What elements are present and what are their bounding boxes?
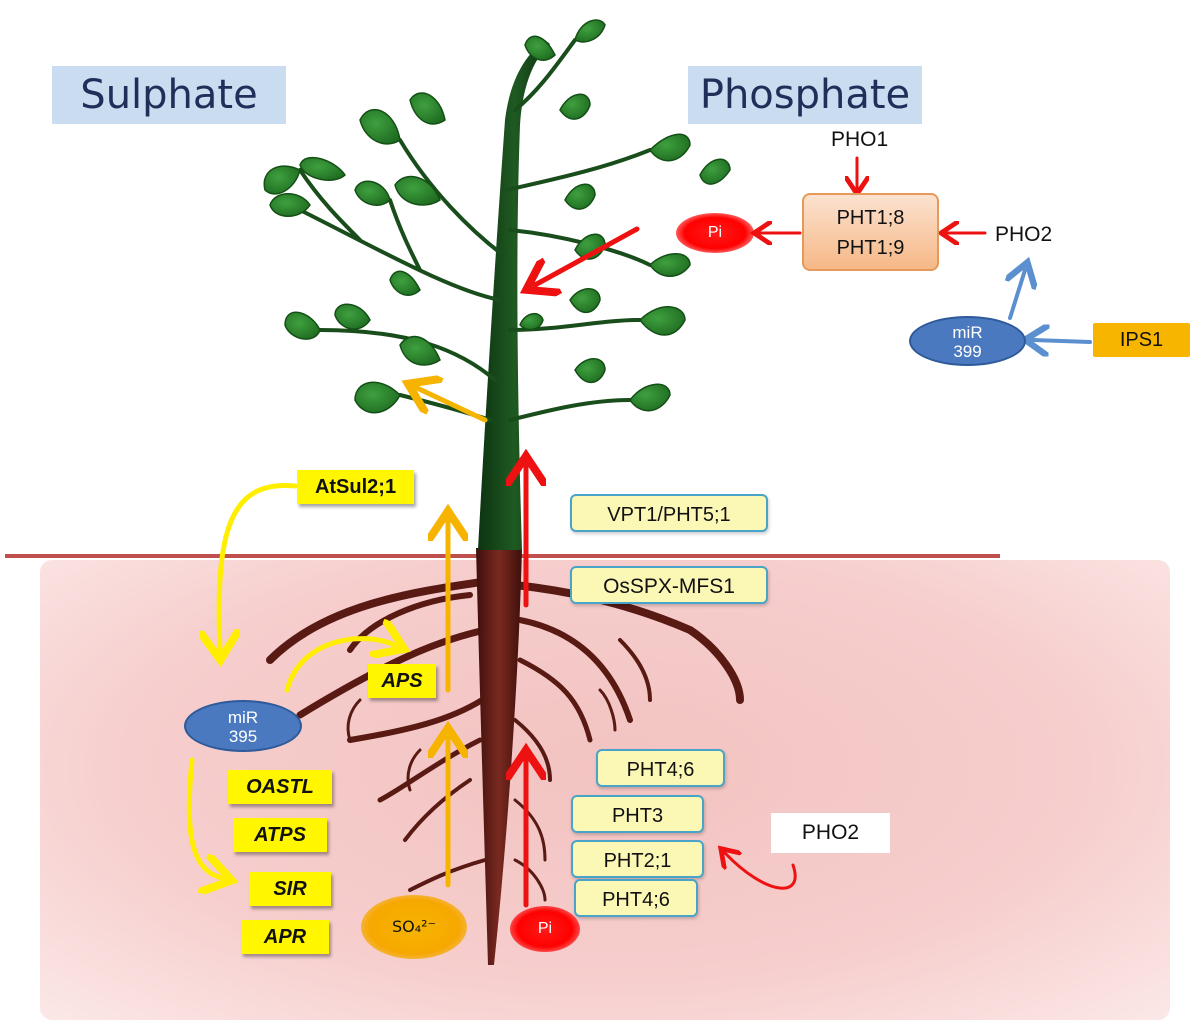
- phosphate-arrows: [526, 156, 987, 908]
- pho1-label: PHO1: [831, 128, 889, 151]
- leaves: [263, 19, 731, 414]
- mir395-line1: miR: [227, 708, 259, 727]
- pht1-transporter-box: PHT1;8 PHT1;9: [802, 193, 939, 271]
- sulphate-arrows: [186, 388, 488, 885]
- pi-shoot-node: Pi: [676, 213, 754, 253]
- mir395-line2: 395: [228, 727, 258, 746]
- pht4-6-bottom-box: PHT4;6: [574, 879, 698, 917]
- pht2-1-box: PHT2;1: [571, 840, 704, 878]
- pht1-9-label: PHT1;9: [836, 237, 905, 259]
- stem: [478, 40, 550, 550]
- pho2-soil-box: PHO2: [771, 813, 890, 853]
- mir399-line2: 399: [953, 342, 982, 361]
- pht3-box: PHT3: [571, 795, 704, 833]
- pht1-8-label: PHT1;8: [836, 207, 905, 229]
- mir395-node: miR 395: [184, 700, 302, 752]
- tap-root: [476, 548, 522, 965]
- atps-box: ATPS: [233, 818, 327, 852]
- apr-box: APR: [241, 920, 329, 954]
- ips1-box: IPS1: [1093, 323, 1190, 357]
- oastl-box: OASTL: [228, 770, 332, 804]
- osspx-box: OsSPX-MFS1: [570, 566, 768, 604]
- pho2-shoot-label: PHO2: [995, 223, 1053, 246]
- sulphate-title: Sulphate: [52, 66, 286, 124]
- mir399-node: miR 399: [909, 316, 1026, 366]
- sir-box: SIR: [249, 872, 331, 906]
- atsul-box: AtSul2;1: [297, 470, 414, 504]
- so4-node: SO₄²⁻: [361, 895, 467, 959]
- pht4-6-top-box: PHT4;6: [596, 749, 725, 787]
- aps-box: APS: [368, 664, 436, 698]
- phosphate-title: Phosphate: [688, 66, 922, 124]
- mir399-line1: miR: [952, 323, 983, 342]
- mir-arrows: [1010, 270, 1092, 342]
- pi-root-node: Pi: [510, 906, 580, 952]
- vpt1-box: VPT1/PHT5;1: [570, 494, 768, 532]
